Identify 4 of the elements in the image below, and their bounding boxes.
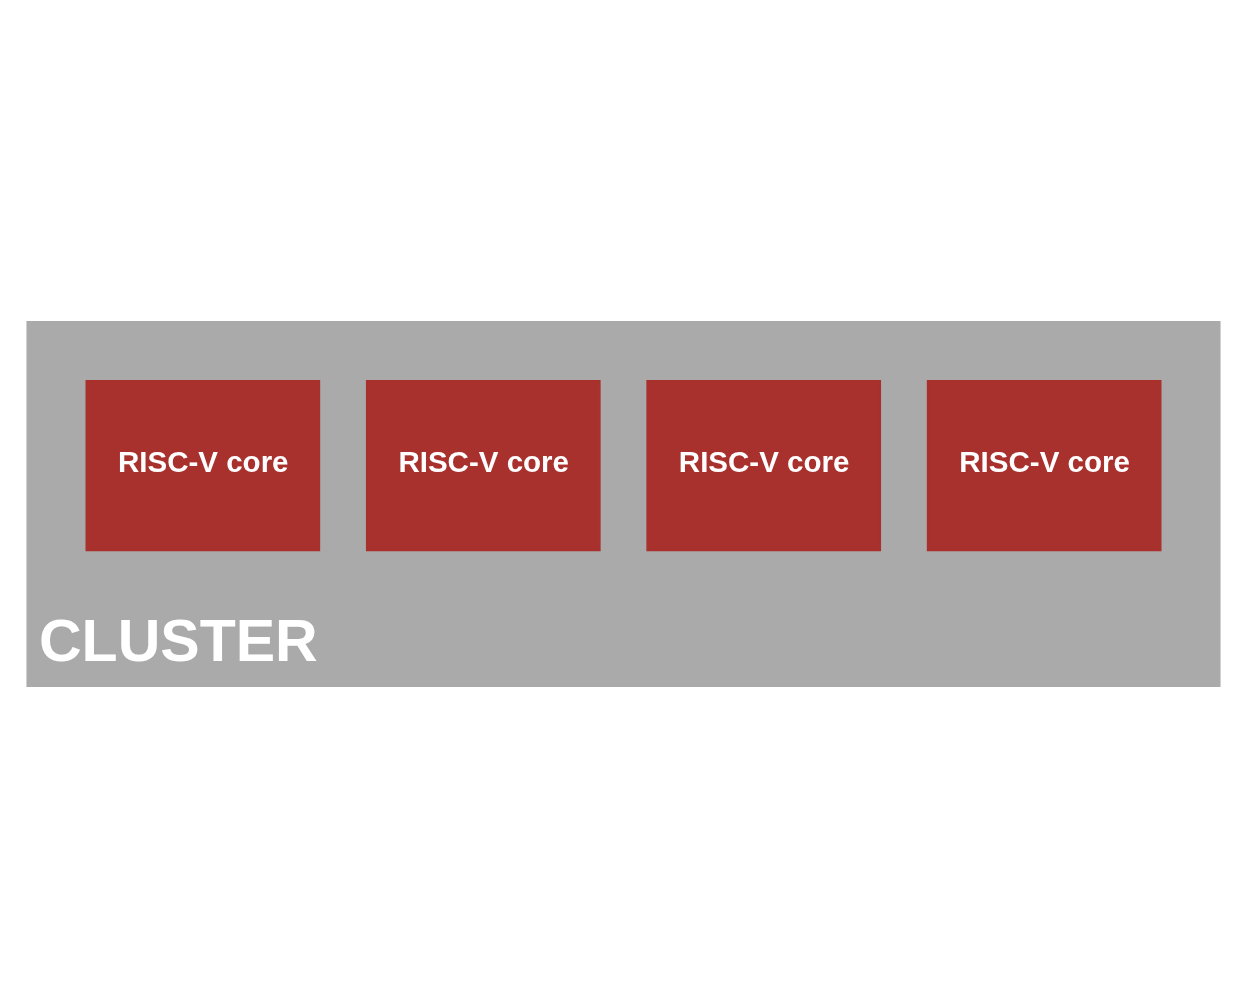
node-box: RISC-V core — [85, 380, 321, 552]
node-box: RISC-V core — [365, 380, 601, 552]
node-box: RISC-V core — [926, 380, 1162, 552]
node-box: RISC-V core — [646, 380, 882, 552]
